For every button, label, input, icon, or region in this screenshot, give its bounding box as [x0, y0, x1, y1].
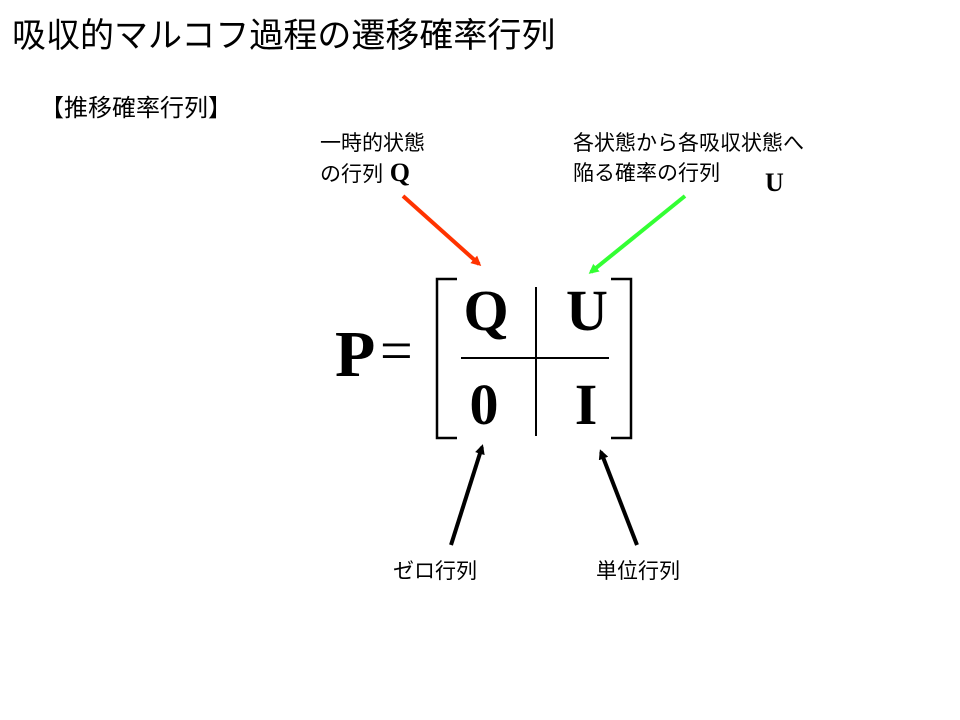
q-arrow [401, 194, 482, 267]
left-bracket [435, 277, 457, 440]
q-annotation-line2: の行列 Q [320, 158, 425, 189]
u-annotation-line1: 各状態から各吸収状態へ [573, 131, 804, 155]
q-annotation-line1: 一時的状態 [320, 131, 425, 155]
equals-sign: = [380, 318, 413, 383]
section-heading: 【推移確率行列】 [40, 94, 232, 122]
matrix-cell-q: Q [463, 278, 509, 343]
zero-matrix-label: ゼロ行列 [393, 559, 477, 583]
q-annotation: 一時的状態 の行列 Q [320, 128, 425, 189]
zero-arrow [449, 444, 485, 546]
u-annotation-text: 陥る確率の行列 [573, 161, 720, 185]
u-annotation-line2: 陥る確率の行列 U [573, 158, 804, 197]
matrix-cell-u: U [566, 278, 608, 343]
u-arrow [588, 194, 687, 274]
q-annotation-text: の行列 [320, 162, 383, 186]
matrix-p-symbol: P [335, 318, 376, 391]
matrix-cell-zero: 0 [469, 372, 499, 437]
u-annotation-symbol: U [765, 168, 784, 197]
right-bracket [611, 277, 633, 440]
slide-title: 吸収的マルコフ過程の遷移確率行列 [12, 16, 556, 56]
matrix-cell-identity: I [574, 372, 598, 437]
q-annotation-symbol: Q [389, 158, 410, 187]
identity-matrix-label: 単位行列 [596, 559, 680, 583]
identity-arrow [598, 449, 639, 546]
u-annotation: 各状態から各吸収状態へ 陥る確率の行列 U [573, 128, 804, 197]
